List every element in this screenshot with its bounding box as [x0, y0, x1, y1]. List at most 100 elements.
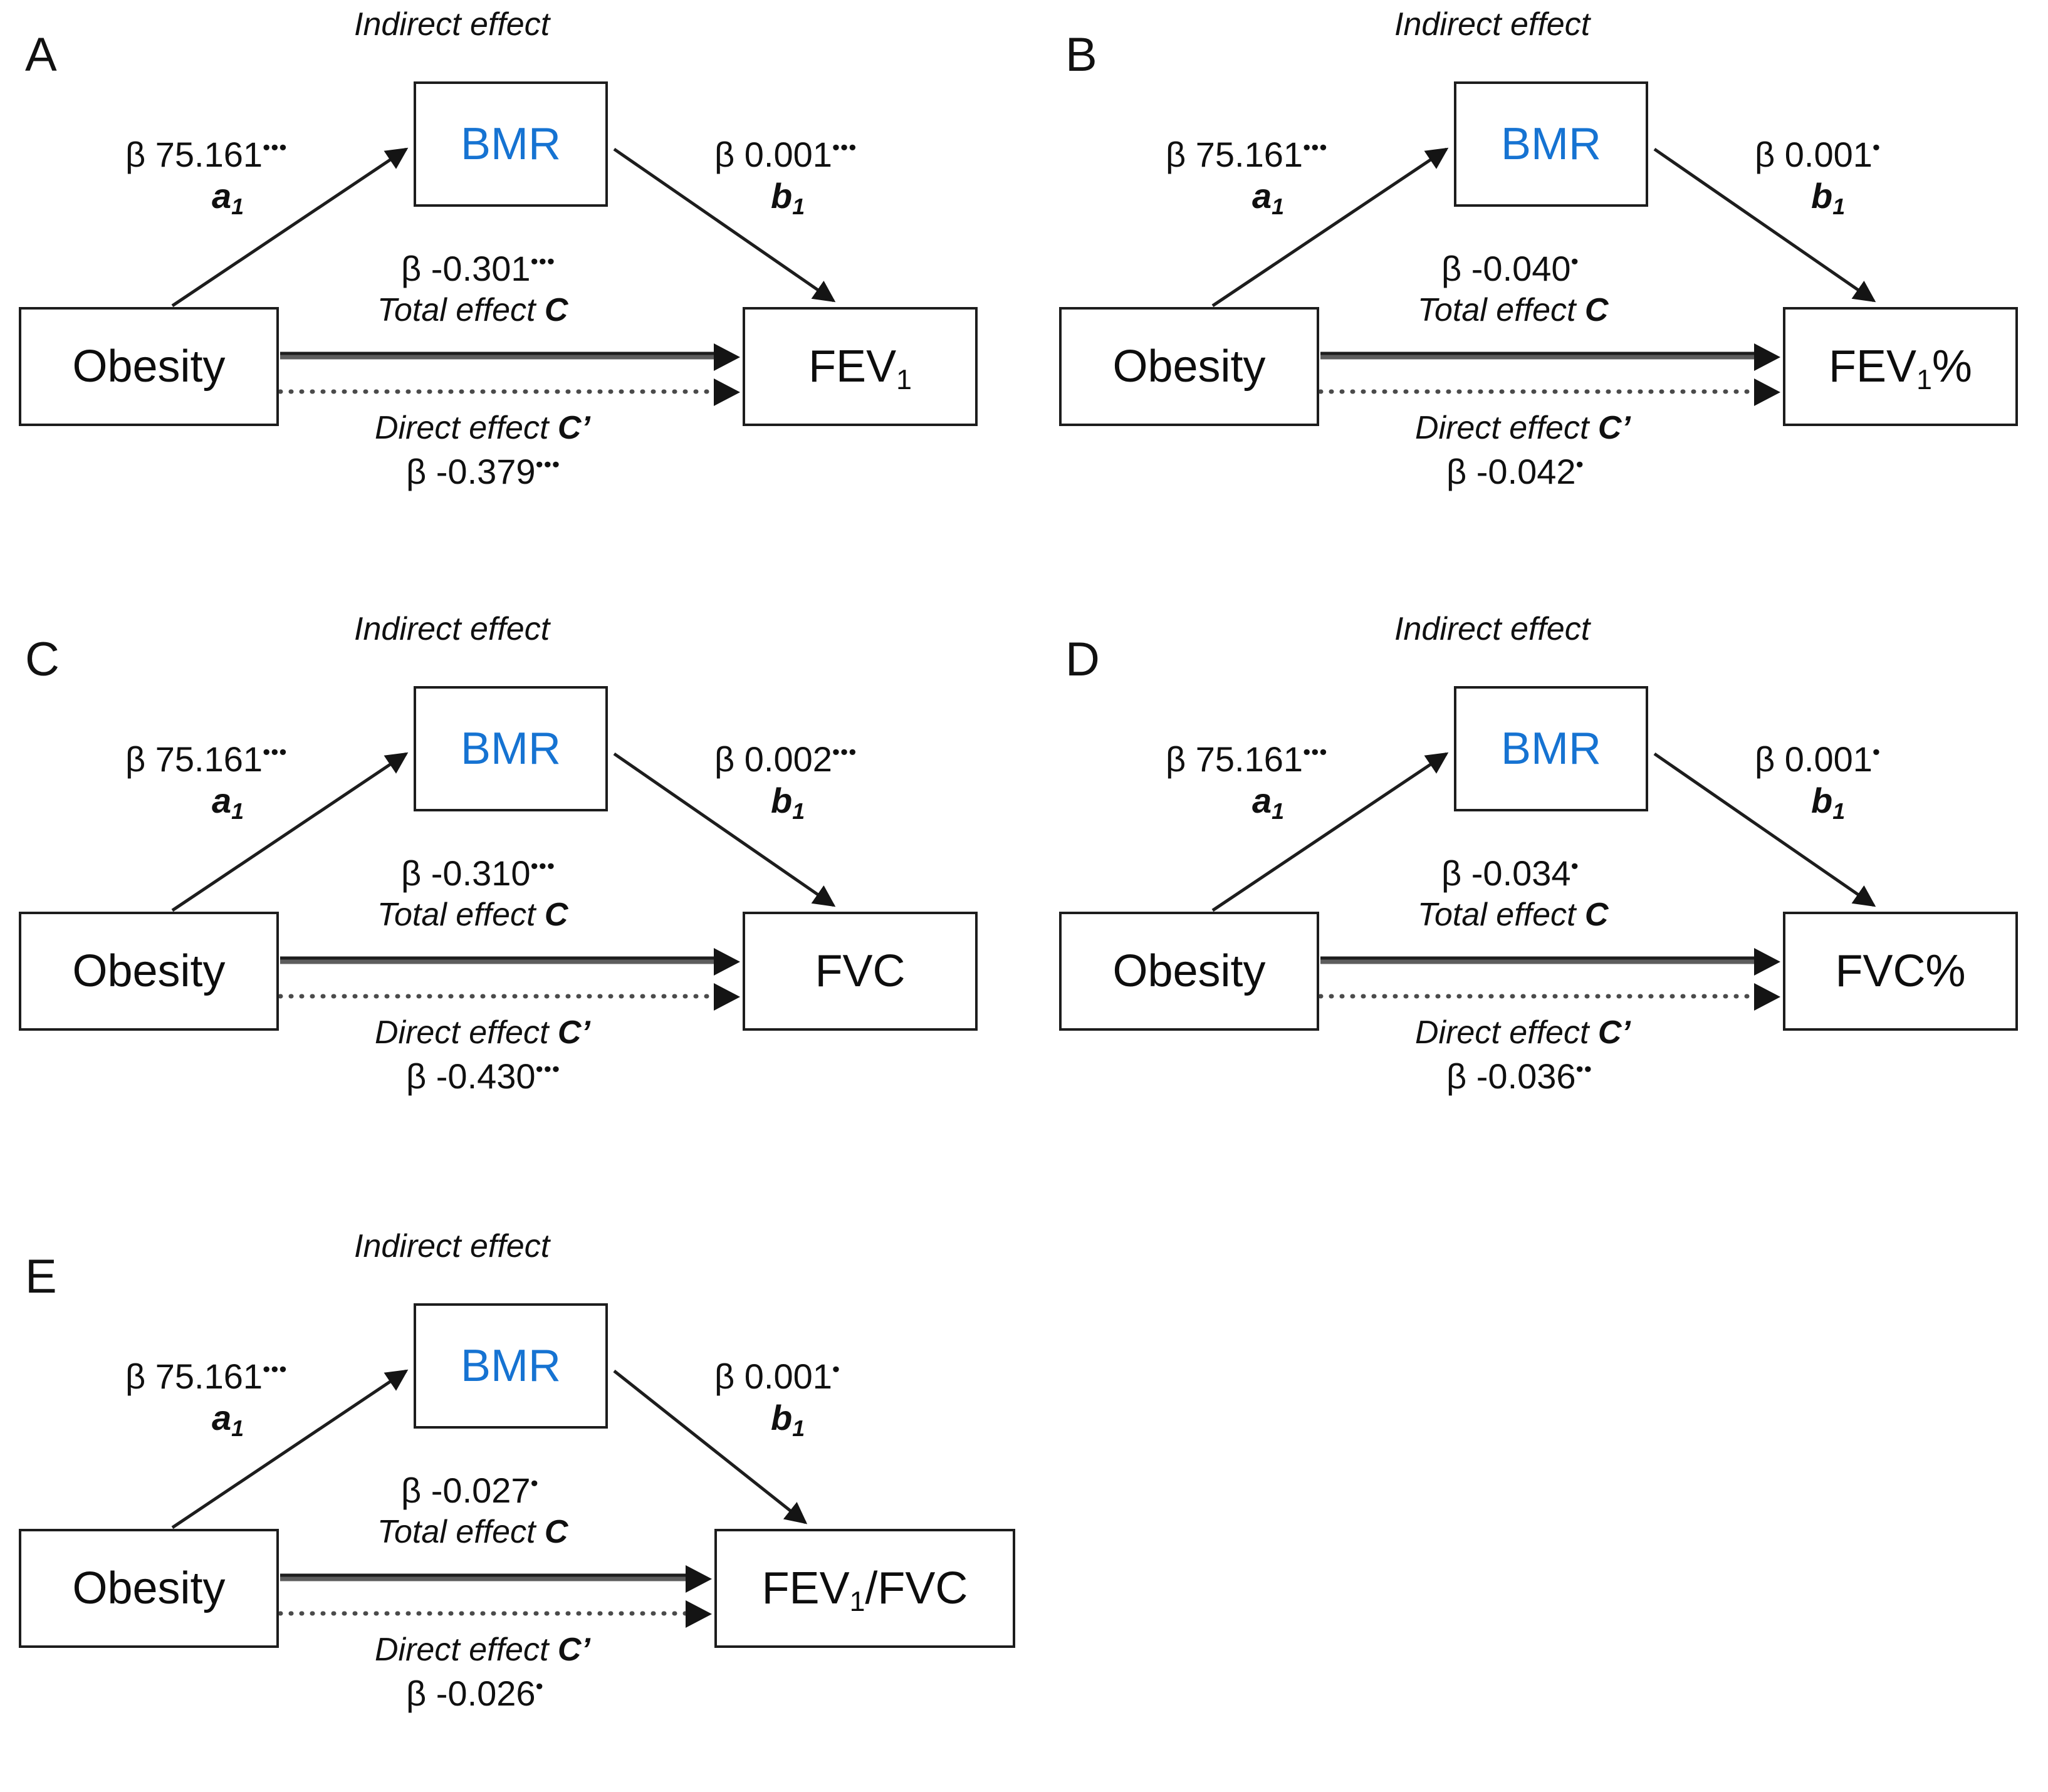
total-effect-symbol: C — [544, 292, 568, 328]
significance-stars: • — [1872, 740, 1881, 764]
label-path-a-beta: β 75.161••• — [1166, 135, 1328, 174]
node-exposure: Obesity — [19, 307, 279, 426]
label-indirect-effect: Indirect effect — [1394, 6, 1591, 43]
edge-path-b — [1653, 752, 1876, 907]
path-b-index: 1 — [792, 799, 805, 825]
node-outcome-label: FEV1/FVC — [761, 1563, 968, 1617]
label-path-a: a1 — [1252, 176, 1285, 220]
arrowhead-total-effect — [1754, 948, 1780, 976]
node-outcome: FEV1/FVC — [714, 1529, 1015, 1648]
arrowhead-direct-effect — [714, 983, 740, 1011]
arrowhead-total-effect — [1754, 343, 1780, 371]
label-total-effect-beta: β -0.027• — [401, 1471, 539, 1510]
label-direct-effect-beta: β -0.430••• — [406, 1056, 561, 1096]
label-path-b: b1 — [1811, 176, 1846, 220]
label-direct-effect: Direct effect C’ — [375, 410, 590, 446]
edge-layer — [171, 1369, 808, 1628]
node-exposure-label: Obesity — [72, 1563, 226, 1613]
node-outcome-label: FVC — [815, 946, 906, 996]
significance-stars: ••• — [832, 740, 857, 764]
significance-stars: ••• — [263, 1357, 288, 1382]
significance-stars: ••• — [263, 740, 288, 764]
label-direct-effect-beta: β -0.042• — [1446, 452, 1584, 491]
path-a-index: 1 — [231, 194, 244, 220]
significance-stars: •• — [1575, 1057, 1592, 1081]
significance-stars: • — [1872, 135, 1881, 160]
label-total-effect-beta: β -0.040• — [1441, 249, 1579, 288]
arrowhead-direct-effect — [1754, 983, 1780, 1011]
total-effect-symbol: C — [1584, 292, 1609, 328]
mediation-panel-b: B Obesity BMR FEV1% — [1040, 0, 2043, 551]
label-total-effect: Total effect C — [1418, 292, 1609, 328]
direct-effect-symbol: C’ — [557, 1632, 590, 1668]
label-direct-effect-beta: β -0.036•• — [1446, 1056, 1592, 1096]
edge-path-a — [1211, 147, 1449, 308]
label-total-effect: Total effect C — [377, 1514, 568, 1550]
arrowhead-total-effect — [714, 343, 740, 371]
node-mediator-bmr: BMR — [1454, 686, 1648, 811]
node-outcome: FVC% — [1783, 912, 2018, 1031]
label-indirect-effect: Indirect effect — [1394, 611, 1591, 647]
node-mediator-bmr: BMR — [1454, 81, 1648, 207]
outcome-subscript: 1 — [849, 1586, 865, 1617]
direct-effect-symbol: C’ — [557, 410, 590, 446]
label-path-a: a1 — [212, 781, 244, 825]
mediation-panel-c: C Obesity BMR FVC — [0, 605, 1003, 1156]
significance-stars: • — [535, 1674, 544, 1699]
edge-path-b — [1653, 147, 1876, 303]
label-path-a-beta: β 75.161••• — [125, 1357, 288, 1396]
significance-stars: • — [530, 1471, 539, 1496]
node-exposure: Obesity — [19, 1529, 279, 1648]
path-b-index: 1 — [1832, 799, 1846, 825]
direct-effect-symbol: C’ — [1597, 1014, 1631, 1051]
direct-effect-symbol: C’ — [1597, 410, 1631, 446]
edge-layer — [1211, 147, 1876, 406]
node-outcome-label: FEV1 — [808, 341, 912, 395]
outcome-subscript: 1 — [896, 364, 912, 395]
label-total-effect-beta: β -0.034• — [1441, 853, 1579, 893]
outcome-subscript: 1 — [1916, 364, 1932, 395]
significance-stars: ••• — [263, 135, 288, 160]
node-outcome: FEV1 — [743, 307, 978, 426]
significance-stars: ••• — [1303, 740, 1328, 764]
label-path-a: a1 — [212, 176, 244, 220]
node-mediator-label: BMR — [1501, 119, 1601, 169]
label-path-a-beta: β 75.161••• — [125, 739, 288, 779]
significance-stars: ••• — [530, 854, 556, 878]
label-direct-effect: Direct effect C’ — [375, 1014, 590, 1051]
label-path-a-beta: β 75.161••• — [125, 135, 288, 174]
node-exposure: Obesity — [19, 912, 279, 1031]
node-mediator-label: BMR — [461, 724, 561, 774]
path-a-index: 1 — [231, 1416, 244, 1442]
significance-stars: ••• — [1303, 135, 1328, 160]
panel-letter: C — [25, 633, 60, 686]
significance-stars: • — [1570, 854, 1579, 878]
total-effect-symbol: C — [544, 897, 568, 933]
arrowhead-direct-effect — [1754, 378, 1780, 406]
label-indirect-effect: Indirect effect — [354, 611, 550, 647]
label-path-b: b1 — [771, 176, 805, 220]
label-total-effect-beta: β -0.301••• — [401, 249, 556, 288]
path-a-index: 1 — [1272, 194, 1285, 220]
node-mediator-bmr: BMR — [414, 1303, 608, 1429]
label-total-effect: Total effect C — [1418, 897, 1609, 933]
node-exposure-label: Obesity — [1112, 341, 1266, 392]
node-mediator-label: BMR — [461, 1341, 561, 1391]
label-direct-effect-beta: β -0.379••• — [406, 452, 561, 491]
node-exposure-label: Obesity — [72, 946, 226, 996]
edge-path-a — [1211, 752, 1449, 912]
edge-path-a — [171, 752, 409, 912]
edge-layer — [1211, 752, 1876, 1011]
significance-stars: ••• — [530, 249, 556, 274]
node-outcome: FEV1% — [1783, 307, 2018, 426]
label-path-b-beta: β 0.001••• — [714, 135, 857, 174]
edge-path-b — [613, 752, 836, 907]
node-outcome: FVC — [743, 912, 978, 1031]
panel-letter: A — [25, 28, 58, 81]
path-a-index: 1 — [1272, 799, 1285, 825]
panel-letter: E — [25, 1250, 58, 1303]
mediation-panel-a: A Obesity BMR FEV1 — [0, 0, 1003, 551]
path-b-index: 1 — [1832, 194, 1846, 220]
arrowhead-total-effect — [686, 1565, 712, 1593]
